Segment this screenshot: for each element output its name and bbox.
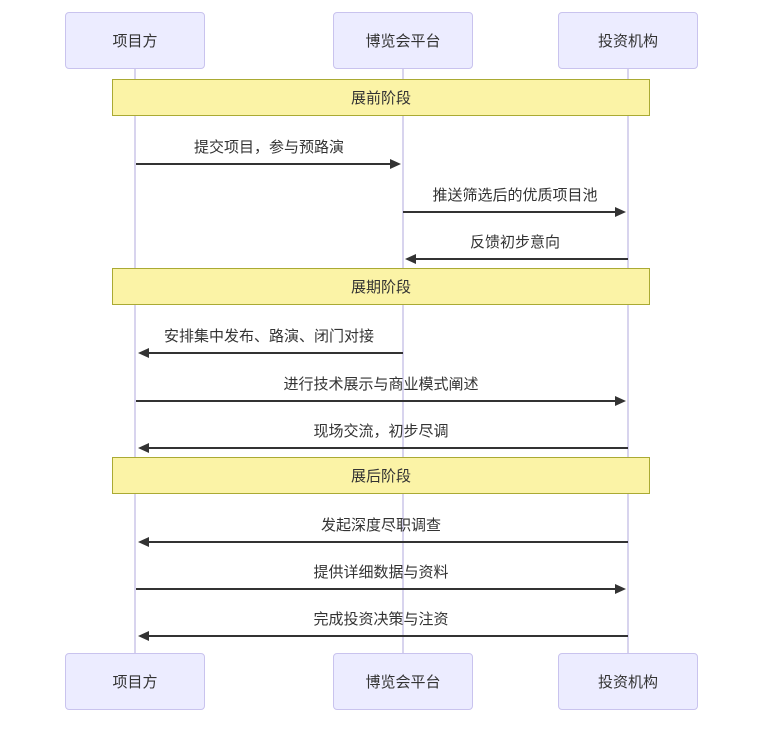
message-label: 提交项目，参与预路演 [193,139,345,156]
actor-box-top-expo-platform: 博览会平台 [333,12,473,69]
message-label: 完成投资决策与注资 [313,611,449,628]
actor-label: 投资机构 [597,674,658,691]
arrowhead-left-icon [138,537,149,547]
actor-box-bottom-expo-platform: 博览会平台 [333,653,473,710]
arrowhead-right-icon [615,396,626,406]
arrowhead-left-icon [405,254,416,264]
message-line [147,352,403,354]
actor-box-bottom-investment-institution: 投资机构 [558,653,698,710]
phase-band-pre-expo: 展前阶段 [112,79,650,116]
lifeline-expo-platform [402,68,404,653]
message-line [136,163,392,165]
message-label: 提供详细数据与资料 [313,564,449,581]
arrowhead-left-icon [138,631,149,641]
arrowhead-right-icon [615,584,626,594]
arrowhead-right-icon [390,159,401,169]
actor-label: 博览会平台 [365,33,441,50]
actor-label: 项目方 [112,33,158,50]
message-label: 进行技术展示与商业模式阐述 [283,376,479,393]
actor-label: 项目方 [112,674,158,691]
message-line [147,447,628,449]
actor-box-top-project-party: 项目方 [65,12,205,69]
message-line [403,211,617,213]
message-label: 现场交流，初步尽调 [313,423,449,440]
message-label: 安排集中发布、路演、闭门对接 [163,328,375,345]
actor-label: 投资机构 [597,33,658,50]
arrowhead-right-icon [615,207,626,217]
actor-box-bottom-project-party: 项目方 [65,653,205,710]
message-label: 发起深度尽职调查 [320,517,442,534]
message-line [147,541,628,543]
actor-box-top-investment-institution: 投资机构 [558,12,698,69]
message-line [136,400,617,402]
message-label: 反馈初步意向 [469,234,561,251]
message-line [147,635,628,637]
phase-label: 展后阶段 [350,468,411,485]
phase-band-post-expo: 展后阶段 [112,457,650,494]
arrowhead-left-icon [138,443,149,453]
arrowhead-left-icon [138,348,149,358]
message-line [414,258,628,260]
actor-label: 博览会平台 [365,674,441,691]
lifeline-investment-institution [627,68,629,653]
phase-band-during-expo: 展期阶段 [112,268,650,305]
message-label: 推送筛选后的优质项目池 [432,187,598,204]
message-line [136,588,617,590]
phase-label: 展期阶段 [350,279,411,296]
lifeline-project-party [134,68,136,653]
phase-label: 展前阶段 [350,90,411,107]
